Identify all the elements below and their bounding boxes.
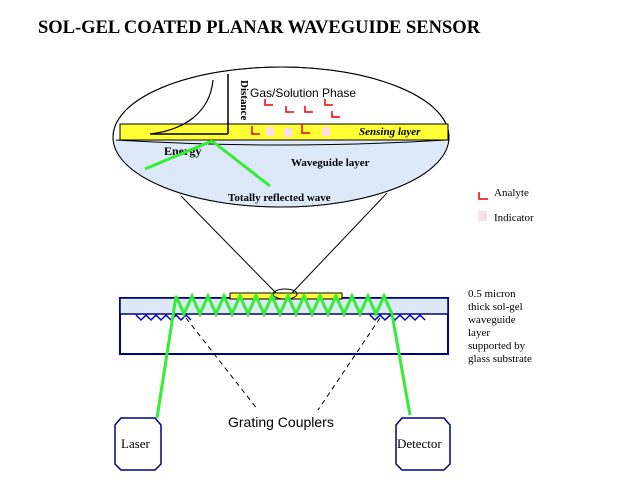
magnified-view: Distance Gas/Solution Phase Sensing laye… [112,66,450,208]
analyte-legend-icon [478,192,488,200]
decay-graph [149,74,229,135]
distance-label: Distance [238,80,250,120]
light-path-waveguide [174,292,394,318]
grating-coupler-left [135,313,192,322]
legend: Analyte Indicator [478,187,534,224]
analyte-legend-label: Analyte [494,187,529,199]
sensing-layer-label: Sensing layer [359,126,421,138]
detector: Detector [395,417,451,471]
indicator-molecules [266,127,330,137]
analyte-markers [251,99,340,135]
grating-pointers [185,317,381,411]
energy-label: Energy [164,144,201,158]
zoom-lines [180,192,388,294]
laser-label: Laser [121,436,151,451]
description-line: thick sol-gel [468,301,523,313]
laser: Laser [114,417,162,471]
light-beams [155,295,412,419]
light-ray-magnified [144,139,271,188]
indicator-legend-icon [478,211,487,221]
description-line: glass substrate [468,353,532,365]
waveguide-layer-label: Waveguide layer [291,157,370,169]
reflected-wave-label: Totally reflected wave [228,192,331,204]
description-line: waveguide [468,314,516,326]
diagram-title: SOL-GEL COATED PLANAR WAVEGUIDE SENSOR [38,18,481,38]
description-line: layer [468,327,490,339]
grating-coupler-right [369,313,426,322]
waveguide-chip [119,288,449,355]
grating-couplers-label: Grating Couplers [228,414,334,430]
indicator-legend-label: Indicator [494,212,534,224]
description-line: supported by [468,340,526,352]
layer-description: 0.5 micron thick sol-gel waveguide layer… [468,288,532,365]
description-line: 0.5 micron [468,288,516,300]
detector-label: Detector [397,436,442,451]
phase-label: Gas/Solution Phase [250,86,356,100]
